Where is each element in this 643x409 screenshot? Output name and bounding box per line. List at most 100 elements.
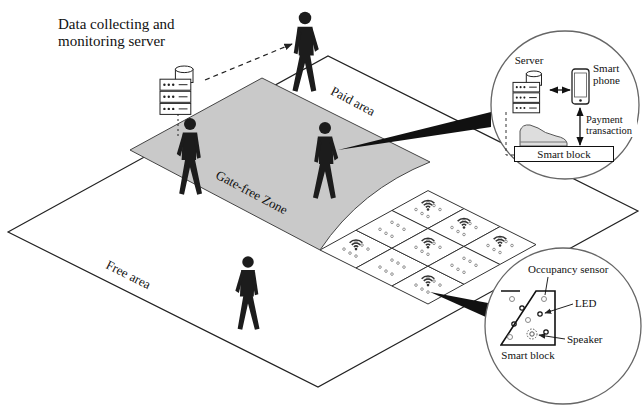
sensor-dot <box>391 273 394 276</box>
sensor-dot <box>403 228 406 231</box>
wifi-symbol <box>499 244 502 247</box>
person-silhouette <box>313 122 338 199</box>
person-part <box>194 134 201 159</box>
sensor-dot <box>469 260 472 263</box>
person-silhouette <box>177 118 202 195</box>
wifi-symbol <box>427 284 430 287</box>
phone-button <box>579 99 582 102</box>
sensor-dot <box>421 250 424 253</box>
speaker <box>530 332 534 336</box>
sensor-dot <box>469 222 472 225</box>
sensor-dot <box>421 212 424 215</box>
sensor-dot <box>427 291 430 294</box>
person-part <box>310 28 319 52</box>
node-label: Server <box>510 54 548 66</box>
block-outline <box>501 291 555 345</box>
wifi-symbol <box>424 241 432 243</box>
server-part <box>179 84 188 85</box>
double-arrow <box>550 89 570 90</box>
led <box>512 322 516 326</box>
sensor-dot <box>415 208 418 211</box>
server-part <box>529 108 537 109</box>
callout-circle <box>491 31 639 179</box>
sensor-dot <box>427 253 430 256</box>
smartphone-node: Smart phone <box>571 60 629 106</box>
server-icon <box>512 68 544 114</box>
server-part <box>168 108 170 110</box>
sensor-dot <box>433 204 436 207</box>
server-part <box>179 96 188 97</box>
sensor-dot <box>463 271 466 274</box>
figure-note: Data collecting and monitoring server <box>58 16 226 51</box>
person-part <box>251 271 258 295</box>
person-part <box>319 122 331 134</box>
sensor-dot <box>487 244 490 247</box>
occupancy-sensor <box>510 297 515 302</box>
sensor-dot <box>403 266 406 269</box>
sensor-dot <box>499 251 502 254</box>
dotted-link <box>178 114 179 138</box>
person-part <box>177 134 185 157</box>
server-part <box>175 66 193 73</box>
wifi-symbol <box>422 276 435 279</box>
server-part <box>172 83 174 85</box>
people <box>177 12 338 330</box>
sensor-dot <box>511 244 514 247</box>
wifi-symbol <box>424 204 432 206</box>
server-part <box>160 79 191 90</box>
sensor-dot <box>505 240 508 243</box>
smart-block-box: Smart block <box>514 146 614 162</box>
sensor-dot <box>397 224 400 227</box>
sensor-dot <box>385 232 388 235</box>
server-part <box>163 96 165 98</box>
data-flow-arrow <box>205 44 292 80</box>
sensor-dot <box>493 248 496 251</box>
sensor-dot <box>427 215 430 218</box>
server-part <box>526 71 541 77</box>
leader-line <box>545 277 548 295</box>
wifi-symbol <box>494 237 507 240</box>
server-part <box>516 86 518 88</box>
paid-area-region <box>130 78 430 250</box>
speaker <box>527 329 537 339</box>
sensor-dot <box>379 228 382 231</box>
sensor-dot <box>415 246 418 249</box>
led <box>538 312 542 316</box>
sensor-dot <box>475 264 478 267</box>
sensor-dot <box>433 280 436 283</box>
person-part <box>294 28 302 54</box>
wifi-symbol <box>427 246 430 249</box>
sneaker-icon <box>520 125 567 146</box>
server-part <box>523 107 525 109</box>
node-label: Smart block <box>537 148 590 160</box>
led <box>544 330 548 334</box>
double-arrow <box>579 108 580 145</box>
person-part <box>314 138 321 163</box>
sensor-dot <box>397 262 400 265</box>
server-icon <box>160 66 193 114</box>
server-part <box>513 93 540 103</box>
server-part <box>179 108 188 109</box>
server-part <box>520 97 522 99</box>
wifi-symbol <box>426 206 430 208</box>
smart-block-square: Smart block <box>500 290 556 346</box>
person-part <box>235 271 243 293</box>
server-part <box>523 86 525 88</box>
server-part <box>160 91 191 102</box>
leader-line <box>545 304 573 313</box>
server-part <box>513 82 540 92</box>
person-part <box>238 295 260 330</box>
callout-circle <box>485 248 641 404</box>
sensor-dot <box>349 252 352 255</box>
node-label: Smart block <box>501 349 554 361</box>
person-part <box>184 118 196 130</box>
occupancy-sensor <box>508 335 513 340</box>
person-part <box>330 138 338 161</box>
area-label: Paid area <box>328 84 377 120</box>
person-part <box>242 256 254 268</box>
person-part <box>179 159 202 195</box>
